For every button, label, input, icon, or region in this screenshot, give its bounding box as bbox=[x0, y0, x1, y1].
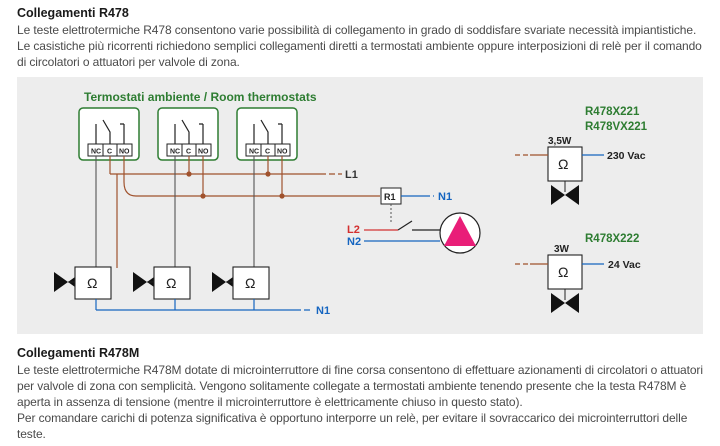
relay-r1: R1 bbox=[378, 187, 440, 231]
terminal-c: C bbox=[186, 149, 191, 156]
svg-text:Ω: Ω bbox=[166, 275, 176, 291]
head-wiring bbox=[95, 156, 255, 268]
svg-text:R1: R1 bbox=[384, 192, 396, 202]
circulator-pump bbox=[439, 212, 481, 254]
thermostat-3: NC C NO bbox=[236, 107, 298, 161]
valve-head-2: Ω bbox=[133, 266, 191, 300]
terminal-c: C bbox=[107, 149, 112, 156]
model-r478vx221: R478VX221 bbox=[585, 121, 648, 133]
voltage-230vac: 230 Vac bbox=[607, 150, 646, 162]
label-n2: N2 bbox=[347, 236, 361, 248]
valve-head-24vac: Ω bbox=[515, 254, 604, 313]
live-wiring bbox=[109, 156, 380, 268]
label-n1-bottom: N1 bbox=[316, 305, 330, 317]
terminal-no: NO bbox=[198, 149, 209, 156]
wire-junctions bbox=[186, 171, 285, 199]
valve-head-1: Ω bbox=[54, 266, 112, 300]
section-text-r478: Le teste elettrotermiche R478 consentono… bbox=[17, 23, 702, 69]
thermostat-2: NC C NO bbox=[157, 107, 219, 161]
label-l2: L2 bbox=[347, 224, 360, 236]
section-title-r478m: Collegamenti R478M bbox=[17, 346, 140, 360]
svg-text:Ω: Ω bbox=[87, 275, 97, 291]
model-r478x221: R478X221 bbox=[585, 106, 640, 118]
svg-text:Ω: Ω bbox=[558, 156, 568, 172]
terminal-no: NO bbox=[277, 149, 288, 156]
svg-text:Ω: Ω bbox=[245, 275, 255, 291]
voltage-24vac: 24 Vac bbox=[608, 259, 641, 271]
terminal-c: C bbox=[265, 149, 270, 156]
section-title-r478: Collegamenti R478 bbox=[17, 6, 129, 20]
neutral-wiring bbox=[95, 299, 295, 311]
thermostat-1: NC C NO bbox=[78, 107, 140, 161]
svg-text:Ω: Ω bbox=[558, 264, 568, 280]
section-text-r478m-1: Le teste elettrotermiche R478M dotate di… bbox=[17, 363, 703, 409]
power-3-5w: 3,5W bbox=[548, 136, 572, 147]
label-l1: L1 bbox=[345, 169, 358, 181]
valve-head-230vac: Ω bbox=[515, 146, 604, 205]
label-n1-relay: N1 bbox=[438, 191, 452, 203]
terminal-nc: NC bbox=[249, 149, 259, 156]
section-text-r478m-2: Per comandare carichi di potenza signifi… bbox=[17, 411, 688, 441]
thermostats-title: Termostati ambiente / Room thermostats bbox=[84, 90, 317, 104]
valve-head-3: Ω bbox=[212, 266, 270, 300]
terminal-nc: NC bbox=[170, 149, 180, 156]
terminal-nc: NC bbox=[91, 149, 101, 156]
power-3w: 3W bbox=[554, 244, 570, 255]
model-r478x222: R478X222 bbox=[585, 233, 639, 245]
terminal-no: NO bbox=[119, 149, 130, 156]
